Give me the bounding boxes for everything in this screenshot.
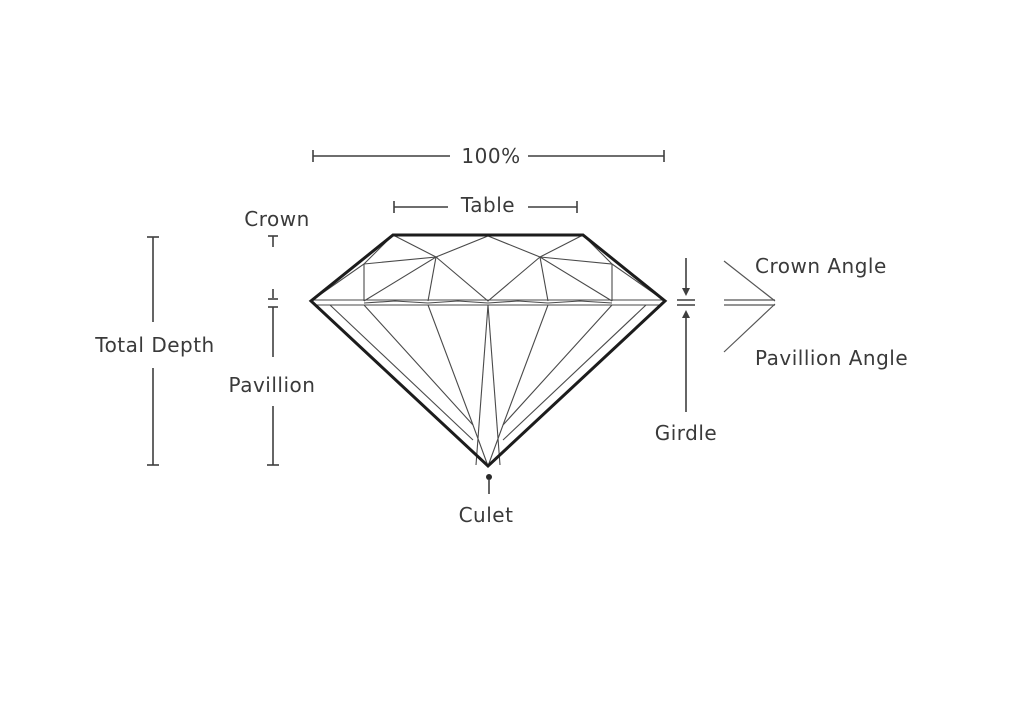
culet-callout: Culet (459, 474, 514, 527)
crown-dimension: Crown (244, 207, 310, 300)
crown-angle-label: Crown Angle (755, 254, 887, 278)
pavilion-facets (329, 304, 647, 467)
crown-angle-ray (723, 260, 776, 302)
girdle-callout: Girdle (655, 258, 717, 445)
total-depth-label: Total Depth (94, 333, 214, 357)
total-width-dimension: 100% (312, 144, 665, 168)
girdle-label: Girdle (655, 421, 717, 445)
diamond-outline (308, 233, 668, 469)
culet-label: Culet (459, 503, 514, 527)
crown-facets (310, 234, 666, 302)
table-label: Table (460, 193, 515, 217)
total-depth-dimension: Total Depth (94, 236, 214, 466)
table-dimension: Table (393, 193, 578, 217)
culet-dot (486, 474, 492, 480)
pavillion-angle-label: Pavillion Angle (755, 346, 908, 370)
crown-label: Crown (244, 207, 310, 231)
pavillion-angle-ray (723, 303, 776, 353)
total-width-label: 100% (461, 144, 520, 168)
pavillion-dimension: Pavillion (229, 306, 316, 466)
girdle-arrow-top-head (682, 288, 690, 296)
angle-callout: Crown Angle Pavillion Angle (723, 254, 908, 370)
diamond (308, 233, 668, 469)
pavillion-label: Pavillion (229, 373, 316, 397)
